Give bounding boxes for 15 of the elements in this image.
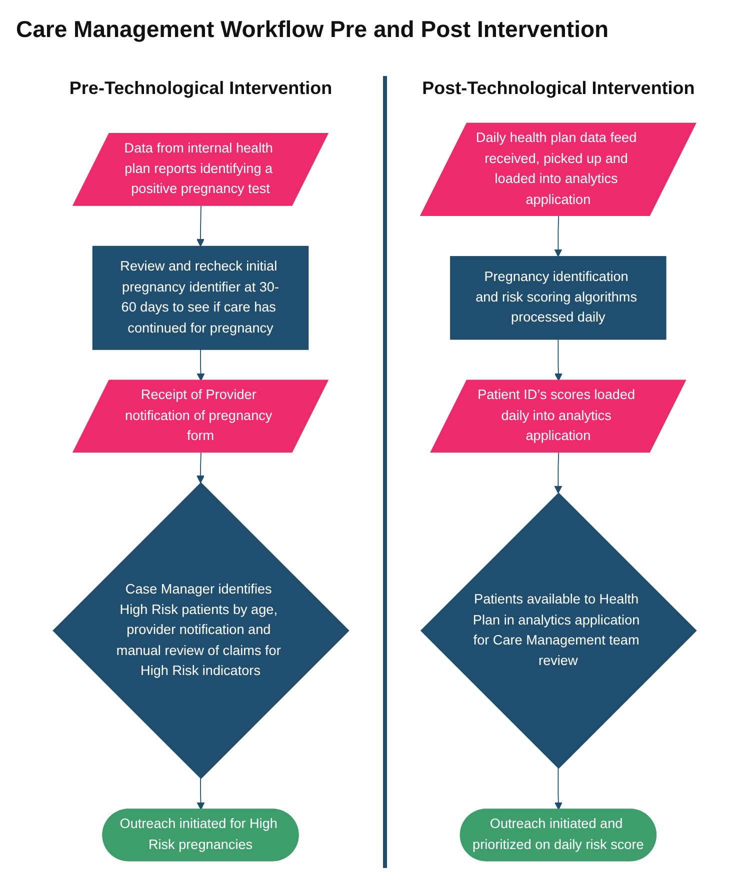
node-box: Pregnancy identification and risk scoring algorithms processed daily [450,256,667,340]
arrow [196,205,205,247]
arrow [554,768,563,810]
node-diamond: Patients available to Health Plan in analytics application for Care Management team review [420,492,698,769]
arrow [554,216,562,257]
arrow [197,778,206,810]
arrow [197,349,206,382]
column-heading: Post-Technological Intervention [422,78,695,99]
node-box: Review and recheck initial pregnancy identifier at 30-60 days to see if care has continued for pregnancy [92,246,309,350]
node-diamond: Case Manager identifies High Risk patients by age, provider notification and manual review of claims for High Risk indicators [52,482,350,780]
arrow [554,338,563,382]
arrow [554,452,562,494]
diagram-title: Care Management Workflow Pre and Post Intervention [16,16,609,43]
column-heading: Pre-Technological Intervention [69,78,332,99]
arrow [196,452,205,484]
